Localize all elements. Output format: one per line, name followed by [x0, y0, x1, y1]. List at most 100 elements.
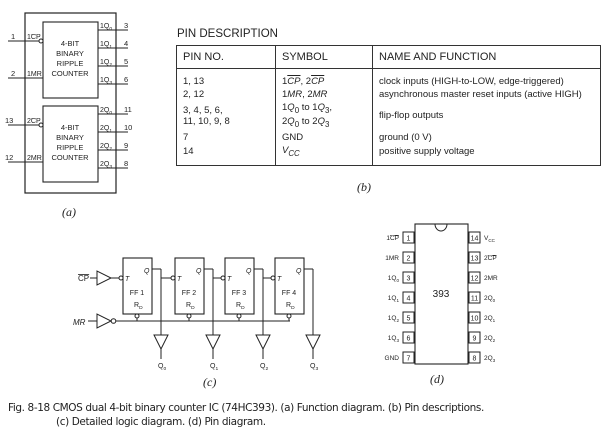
figure-c-label: (c) — [203, 375, 217, 389]
figure-caption: Fig. 8-18 CMOS dual 4-bit binary counter… — [8, 401, 484, 429]
pin-number: 2 — [11, 69, 15, 78]
counter-label: RIPPLE — [57, 143, 84, 152]
flip-flop-name: FF 2 — [182, 290, 196, 297]
clock-input-label: CP — [78, 274, 89, 283]
cell-function: asynchronous master reset inputs (active… — [379, 89, 582, 100]
reset-inverter — [96, 313, 113, 329]
counter-label: 4-BIT — [61, 39, 80, 48]
pin-number: 5 — [407, 316, 411, 323]
pin-number: 13 — [471, 256, 479, 263]
counter-block-2 — [42, 105, 99, 183]
clock-input-label: 1CP — [27, 34, 41, 41]
reset-pin-label: RD — [286, 302, 295, 311]
output-label: 2Q2 — [100, 143, 112, 152]
pin-number: 12 — [5, 153, 13, 162]
pin-number: 10 — [124, 123, 132, 132]
table-row: 7 GND ground (0 V) — [176, 130, 601, 144]
clock-bubble — [270, 275, 276, 281]
clock-input-label: 2CP — [27, 118, 41, 125]
pin-name: VCC — [484, 235, 496, 243]
cell-symbol: GND — [275, 130, 373, 144]
pin-number: 12 — [471, 276, 479, 283]
output-label: 1Q0 — [100, 23, 112, 32]
pin-box — [468, 231, 481, 244]
pin-name: 2Q1 — [484, 315, 496, 323]
output-pin-label: Q — [196, 268, 202, 275]
header-symbol: SYMBOL — [275, 45, 373, 69]
output-label: Q1 — [210, 363, 218, 372]
caption-line-1: Fig. 8-18 CMOS dual 4-bit binary counter… — [8, 402, 484, 414]
reset-bubble — [286, 313, 292, 319]
pin-description-table: PIN NO. SYMBOL NAME AND FUNCTION 1, 13 1… — [176, 45, 601, 166]
caption-line-2: (c) Detailed logic diagram. (d) Pin diag… — [56, 416, 266, 428]
pin-number: 6 — [407, 336, 411, 343]
clock-pin-label: T — [277, 276, 282, 283]
cell-function: flip-flop outputs — [379, 110, 444, 122]
pin-box — [402, 311, 415, 324]
clock-bubble — [170, 275, 176, 281]
pin-box — [468, 291, 481, 304]
cell-pin: 14 — [176, 143, 276, 166]
pin-name: 1Q0 — [388, 275, 400, 283]
counter-block-1 — [42, 21, 99, 99]
chip-notch — [434, 223, 448, 232]
output-buffer — [255, 334, 271, 351]
counter-label: BINARY — [56, 49, 84, 58]
pin-number: 7 — [407, 356, 411, 363]
counter-label: COUNTER — [51, 69, 89, 78]
output-label: Q0 — [158, 363, 166, 372]
pin-box — [402, 231, 415, 244]
pin-name: GND — [385, 355, 400, 362]
pin-box — [468, 331, 481, 344]
pin-name: 2Q3 — [484, 355, 496, 363]
cell-function: ground (0 V) — [379, 131, 432, 143]
pin-name: 2MR — [484, 275, 498, 282]
pin-name: 1Q3 — [388, 335, 400, 343]
pin-number: 10 — [471, 316, 479, 323]
pin-box — [468, 271, 481, 284]
pin-number: 5 — [124, 57, 128, 66]
pin-name: 2CP — [484, 255, 497, 262]
pin-number: 9 — [473, 336, 477, 343]
cell-pin: 3, 4, 5, 6,11, 10, 9, 8 — [176, 101, 276, 131]
pin-number: 2 — [407, 256, 411, 263]
pin-number: 4 — [124, 39, 128, 48]
output-label: 1Q2 — [100, 59, 112, 68]
reset-pin-label: RD — [186, 302, 195, 311]
table-header-row: PIN NO. SYMBOL NAME AND FUNCTION — [176, 45, 601, 69]
pin-box — [402, 351, 415, 364]
cell-symbol: 1CP, 2CP — [275, 68, 373, 88]
counter-label: 4-BIT — [61, 123, 80, 132]
cell-pin: 7 — [176, 130, 276, 144]
pin-name: 1CP — [386, 235, 399, 242]
pin-number: 9 — [124, 141, 128, 150]
pin-box — [468, 311, 481, 324]
cell-pin: 1, 13 — [176, 68, 276, 88]
output-buffer — [305, 334, 321, 351]
pin-name: 2Q2 — [484, 335, 496, 343]
reset-bubble — [236, 313, 242, 319]
pin-box — [402, 271, 415, 284]
pin-number: 8 — [473, 356, 477, 363]
pin-number: 3 — [124, 21, 128, 30]
output-label: 2Q3 — [100, 161, 112, 170]
figure-d-label: (d) — [430, 372, 444, 386]
cell-function: positive supply voltage — [379, 146, 475, 158]
flip-flop-name: FF 4 — [282, 290, 296, 297]
reset-bubble — [186, 313, 192, 319]
pin-number: 11 — [124, 105, 132, 114]
cell-function: clock inputs (HIGH-to-LOW, edge-triggere… — [379, 76, 564, 87]
clock-bubble — [118, 275, 124, 281]
chip-body — [414, 223, 469, 365]
reset-pin-label: RD — [134, 302, 143, 311]
pin-number: 3 — [407, 276, 411, 283]
table-row: 14 VCC positive supply voltage — [176, 143, 601, 166]
pin-number: 8 — [124, 159, 128, 168]
cell-symbol: 1MR, 2MR — [275, 88, 373, 101]
counter-label: BINARY — [56, 133, 84, 142]
pin-box — [402, 251, 415, 264]
pin-box — [402, 331, 415, 344]
pin-number: 11 — [471, 296, 478, 303]
